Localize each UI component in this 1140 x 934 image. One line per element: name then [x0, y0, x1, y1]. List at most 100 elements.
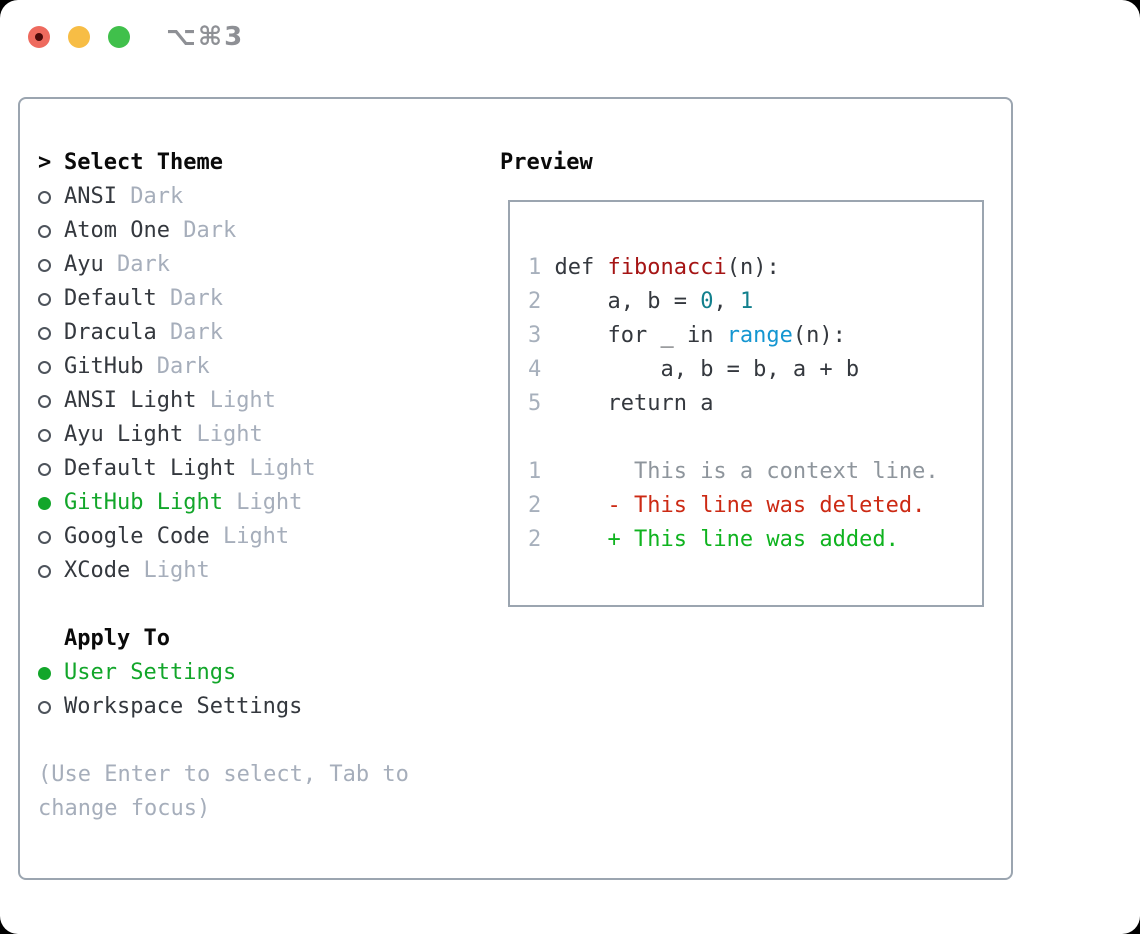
theme-option-github-light[interactable]: GitHub Light Light [38, 486, 316, 520]
theme-option-xcode[interactable]: XCode Light [38, 554, 316, 588]
theme-option-ayu-light[interactable]: Ayu Light Light [38, 418, 316, 452]
theme-option-atom-one[interactable]: Atom One Dark [38, 214, 316, 248]
option-label: Atom One [64, 218, 170, 243]
option-label: Ayu [64, 252, 104, 277]
code-line: 1 def fibonacci(n): [528, 251, 982, 285]
theme-variant-tag: Dark [169, 218, 237, 243]
option-label: Ayu Light [64, 422, 184, 447]
code-segment-number: 0 [700, 289, 714, 314]
code-segment-plain: for _ in [541, 323, 727, 348]
theme-option-ayu[interactable]: Ayu Dark [38, 248, 316, 282]
code-line: 5 return a [528, 387, 982, 421]
code-line: 4 a, b = b, a + b [528, 353, 982, 387]
theme-variant-tag: Light [196, 388, 276, 413]
apply-to-title: Apply To [64, 626, 170, 651]
apply-option-workspace-settings[interactable]: Workspace Settings [38, 690, 302, 724]
radio-icon [38, 395, 51, 408]
radio-icon [38, 429, 51, 442]
radio-icon [38, 225, 51, 238]
radio-icon [38, 327, 51, 340]
theme-option-ansi[interactable]: ANSI Dark [38, 180, 316, 214]
code-segment-function: fibonacci [607, 255, 727, 280]
line-number: 3 [528, 323, 542, 348]
close-button[interactable] [28, 26, 50, 48]
preview-title: Preview [500, 150, 593, 175]
apply-option-user-settings[interactable]: User Settings [38, 656, 302, 690]
theme-variant-tag: Dark [156, 286, 223, 311]
code-segment-plain: def [541, 255, 608, 280]
code-segment-plain: (n): [792, 323, 846, 348]
code-segment-plain: a, b = b, a + b [541, 357, 860, 382]
code-segment-context: This is a context line. [541, 459, 939, 484]
theme-variant-tag: Dark [156, 320, 223, 345]
theme-variant-tag: Light [209, 524, 290, 549]
code-line: 2 - This line was deleted. [528, 489, 982, 523]
code-segment-added: + This line was added. [541, 527, 899, 552]
option-label: User Settings [64, 660, 237, 685]
line-number: 2 [528, 289, 542, 314]
theme-variant-tag: Dark [143, 354, 210, 379]
radio-selected-icon [38, 497, 51, 510]
option-label: Dracula [64, 320, 157, 345]
theme-option-google-code[interactable]: Google Code Light [38, 520, 316, 554]
document-edited-dot-icon [35, 33, 43, 41]
radio-icon [38, 565, 51, 578]
theme-variant-tag: Light [183, 422, 263, 447]
option-label: Workspace Settings [64, 694, 303, 719]
minimize-button[interactable] [68, 26, 90, 48]
code-segment-plain: a, b = [541, 289, 701, 314]
radio-icon [38, 293, 51, 306]
code-segment-number: 1 [739, 289, 754, 314]
theme-variant-tag: Dark [116, 184, 184, 209]
theme-option-dracula[interactable]: Dracula Dark [38, 316, 316, 350]
radio-icon [38, 701, 51, 714]
code-line [528, 421, 982, 455]
radio-icon [38, 463, 51, 476]
radio-icon [38, 531, 51, 544]
theme-option-default[interactable]: Default Dark [38, 282, 316, 316]
theme-option-github[interactable]: GitHub Dark [38, 350, 316, 384]
option-label: Default [64, 286, 157, 311]
code-segment-plain: (n): [726, 255, 780, 280]
option-label: GitHub Light [64, 490, 223, 515]
line-number: 2 [528, 493, 542, 518]
hint-line-2: change focus) [38, 796, 211, 821]
code-segment-plain: return a [541, 391, 714, 416]
theme-variant-tag: Light [130, 558, 210, 583]
radio-icon [38, 361, 51, 374]
option-label: ANSI Light [64, 388, 197, 413]
radio-selected-icon [38, 667, 51, 680]
code-line: 1 This is a context line. [528, 455, 982, 489]
code-segment-deleted: - This line was deleted. [541, 493, 926, 518]
option-label: Google Code [64, 524, 210, 549]
line-number: 5 [528, 391, 542, 416]
code-segment-plain: , [713, 289, 740, 314]
keyboard-hint: (Use Enter to select, Tab to change focu… [38, 758, 409, 826]
radio-icon [38, 259, 51, 272]
code-line: 2 + This line was added. [528, 523, 982, 557]
line-number: 4 [528, 357, 542, 382]
code-line: 2 a, b = 0, 1 [528, 285, 982, 319]
line-number: 1 [528, 255, 542, 280]
line-number: 2 [528, 527, 542, 552]
window-title-shortcut: ⌥⌘3 [166, 22, 245, 52]
zoom-button[interactable] [108, 26, 130, 48]
cursor-caret-icon: > [38, 150, 52, 175]
option-label: GitHub [64, 354, 144, 379]
code-segment-builtin: range [726, 323, 793, 348]
theme-option-default-light[interactable]: Default Light Light [38, 452, 316, 486]
radio-icon [38, 191, 51, 204]
option-label: XCode [64, 558, 131, 583]
theme-variant-tag: Light [222, 490, 303, 515]
code-line: 3 for _ in range(n): [528, 319, 982, 353]
theme-variant-tag: Dark [103, 252, 170, 277]
option-label: Default Light [64, 456, 237, 481]
theme-list-title: Select Theme [64, 150, 223, 175]
line-number: 1 [528, 459, 542, 484]
theme-option-ansi-light[interactable]: ANSI Light Light [38, 384, 316, 418]
